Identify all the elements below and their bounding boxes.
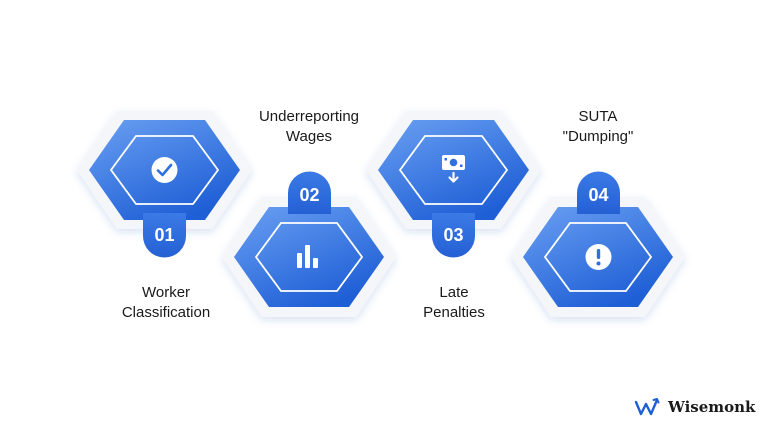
step-4-label: SUTA "Dumping": [518, 107, 678, 147]
brand: Wisemonk: [634, 396, 755, 418]
exclamation-circle-icon: [585, 244, 612, 270]
step-2: 02: [222, 171, 396, 317]
step-2-label: Underreporting Wages: [229, 107, 389, 147]
step-4-label-line-2: "Dumping": [562, 128, 634, 145]
step-2-number: 02: [299, 185, 319, 205]
step-2-hex-outline: [254, 222, 364, 292]
brand-name: Wisemonk: [668, 398, 756, 416]
check-circle-icon: [151, 157, 178, 183]
step-4-hex-outline: [543, 222, 653, 292]
step-3: 03: [366, 111, 541, 258]
step-3-label-line-2: Penalties: [423, 304, 485, 321]
step-2-label-line-1: Underreporting: [258, 108, 360, 125]
step-3-badge: [432, 213, 475, 258]
step-1-label-line-1: Worker: [141, 284, 191, 301]
step-4-number: 04: [588, 185, 608, 205]
step-3-label-line-1: Late: [439, 284, 469, 301]
step-1-badge: [143, 213, 186, 258]
money-down-icon: [442, 155, 465, 183]
step-3-hex-outline: [398, 135, 509, 205]
bar-chart-icon: [297, 245, 318, 268]
step-2-label-line-2: Wages: [285, 128, 333, 145]
step-2-badge: [288, 171, 331, 214]
wisemonk-logo-icon: [634, 398, 660, 416]
step-1-label: Worker Classification: [86, 283, 246, 323]
step-1: 01: [77, 111, 252, 258]
step-4: 04: [511, 171, 685, 317]
step-3-number: 03: [443, 225, 463, 245]
step-4-badge: [577, 171, 620, 214]
step-1-label-line-2: Classification: [121, 304, 211, 321]
step-1-hex-outline: [109, 135, 220, 205]
step-1-number: 01: [154, 225, 174, 245]
step-4-label-line-1: SUTA: [578, 108, 618, 125]
step-3-label: Late Penalties: [374, 283, 534, 323]
